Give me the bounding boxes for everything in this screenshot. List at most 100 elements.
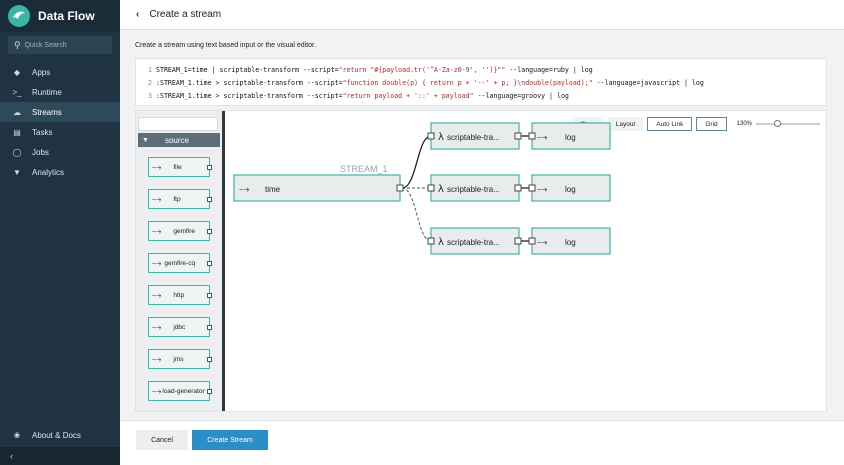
node-source-time[interactable]: ⤍ time	[233, 174, 404, 202]
collapse-sidebar-button[interactable]: ‹	[0, 447, 120, 465]
line-number: 3	[148, 91, 152, 100]
link-time-to-transform-1[interactable]	[401, 135, 432, 189]
input-port[interactable]	[528, 184, 536, 192]
output-port[interactable]	[207, 293, 212, 298]
input-port[interactable]	[528, 132, 536, 140]
about-docs-link[interactable]: ❀ About & Docs	[0, 425, 120, 445]
palette-item-jdbc[interactable]: ⤍jdbc	[148, 317, 212, 337]
chevron-left-icon[interactable]: ‹	[136, 9, 140, 20]
palette-group-header[interactable]: ▼ source	[138, 133, 220, 147]
node-processor-2[interactable]: λ scriptable-tra...	[427, 174, 522, 202]
palette: ▼ source ⤍file ⤍ftp ⤍gemfire ⤍gemfire-cq…	[136, 111, 222, 411]
palette-item-label: gemfire-cq	[164, 259, 196, 267]
palette-item-load-generator[interactable]: ⤍load-generator	[148, 381, 212, 401]
palette-item-jms[interactable]: ⤍jms	[148, 349, 212, 369]
input-port[interactable]	[427, 132, 435, 140]
node-sink-log-2[interactable]: ⤍ log	[528, 174, 611, 202]
palette-item-file[interactable]: ⤍file	[148, 157, 212, 177]
source-arrow-icon: ⤍	[152, 225, 162, 236]
line-number: 2	[148, 78, 152, 87]
sidebar-item-tasks[interactable]: ▤ Tasks	[0, 122, 120, 142]
filter-icon: ▼	[13, 167, 21, 177]
output-port[interactable]	[207, 357, 212, 362]
output-port[interactable]	[207, 229, 212, 234]
node-sink-log-3[interactable]: ⤍ log	[528, 227, 611, 255]
palette-item-gemfire[interactable]: ⤍ gemfire	[148, 221, 212, 241]
page-title: Create a stream	[149, 9, 222, 20]
stream-canvas[interactable]: STREAM_1 ⤍ time λ scriptable-tra... λ	[225, 111, 825, 411]
output-port[interactable]	[514, 237, 522, 245]
palette-group-label: source	[164, 135, 189, 145]
output-port[interactable]	[207, 325, 212, 330]
line-number: 1	[148, 65, 152, 74]
output-port[interactable]	[396, 184, 404, 192]
sink-arrow-icon: ⤍	[537, 237, 548, 248]
code-string: "return "#{payload.tr('^A-Za-z0-9', '')}…	[338, 65, 506, 74]
stream-dsl-editor[interactable]: 1 STREAM_1=time | scriptable-transform --…	[135, 58, 827, 106]
output-port[interactable]	[514, 132, 522, 140]
node-processor-1[interactable]: λ scriptable-tra...	[427, 122, 522, 150]
grid-toggle[interactable]: Grid	[696, 117, 727, 131]
node-processor-3[interactable]: λ scriptable-tra...	[427, 227, 522, 255]
code-text: STREAM_1=time | scriptable-transform --s…	[156, 65, 339, 74]
node-label: scriptable-tra...	[447, 238, 500, 247]
sidebar-item-label: Analytics	[32, 167, 65, 177]
code-text: --language=groovy | log	[473, 91, 569, 100]
palette-item-ftp[interactable]: ⤍ftp	[148, 189, 212, 209]
zoom-slider[interactable]	[756, 120, 820, 127]
source-arrow-icon: ⤍	[152, 385, 162, 396]
sidebar-item-analytics[interactable]: ▼ Analytics	[0, 162, 120, 182]
palette-item-label: jdbc	[173, 323, 186, 331]
sidebar-item-label: Jobs	[32, 147, 49, 157]
create-stream-button[interactable]: Create Stream	[192, 430, 268, 450]
sidebar-item-streams[interactable]: ☁ Streams	[0, 102, 120, 122]
palette-item-http[interactable]: ⤍ http	[148, 285, 212, 305]
lambda-icon: λ	[438, 132, 444, 143]
output-port[interactable]	[207, 261, 212, 266]
about-label: About & Docs	[32, 430, 81, 440]
palette-item-label: ftp	[173, 195, 181, 203]
zoom-slider-handle[interactable]	[774, 120, 781, 127]
output-port[interactable]	[207, 389, 212, 394]
sidebar-item-label: Apps	[32, 67, 51, 77]
sidebar-item-apps[interactable]: ◆ Apps	[0, 62, 120, 82]
code-text: :STREAM_1.time > scriptable-transform --…	[156, 78, 343, 87]
output-port[interactable]	[207, 165, 212, 170]
palette-item-label: http	[173, 291, 185, 299]
leaf-icon: ❀	[13, 430, 21, 440]
node-sink-log-1[interactable]: ⤍ log	[528, 122, 611, 150]
layout-button[interactable]: Layout	[607, 117, 644, 131]
logo-icon	[8, 5, 30, 27]
output-port[interactable]	[514, 184, 522, 192]
palette-divider[interactable]	[222, 111, 225, 411]
lambda-icon: λ	[438, 184, 444, 195]
palette-item-label: gemfire	[173, 227, 196, 235]
cancel-button[interactable]: Cancel	[136, 430, 188, 450]
sink-arrow-icon: ⤍	[537, 184, 548, 195]
auto-link-toggle[interactable]: Auto Link	[647, 117, 693, 131]
node-label: log	[565, 133, 576, 142]
search-input[interactable]: ⚲ Quick Search	[8, 36, 112, 54]
palette-filter-input[interactable]	[138, 117, 218, 131]
link-time-to-transform-3[interactable]	[401, 187, 432, 242]
output-port[interactable]	[207, 197, 212, 202]
input-port[interactable]	[427, 237, 435, 245]
app-title: Data Flow	[38, 9, 95, 23]
input-port[interactable]	[528, 237, 536, 245]
sidebar-item-runtime[interactable]: >_ Runtime	[0, 82, 120, 102]
source-arrow-icon: ⤍	[152, 257, 162, 268]
input-port[interactable]	[427, 184, 435, 192]
brand[interactable]: Data Flow	[0, 0, 120, 32]
code-string: "function double(p) { return p + '--' + …	[342, 78, 593, 87]
palette-item-label: file	[173, 163, 182, 171]
code-text: --language=javascript | log	[592, 78, 704, 87]
apps-icon: ◆	[13, 67, 21, 77]
source-arrow-icon: ⤍	[239, 184, 250, 195]
node-label: time	[265, 185, 281, 194]
palette-item-gemfire-cq[interactable]: ⤍gemfire-cq	[148, 253, 212, 273]
sidebar-item-label: Streams	[32, 107, 62, 117]
sidebar-item-jobs[interactable]: ◯ Jobs	[0, 142, 120, 162]
search-placeholder: Quick Search	[24, 41, 67, 49]
source-arrow-icon: ⤍	[152, 289, 162, 300]
